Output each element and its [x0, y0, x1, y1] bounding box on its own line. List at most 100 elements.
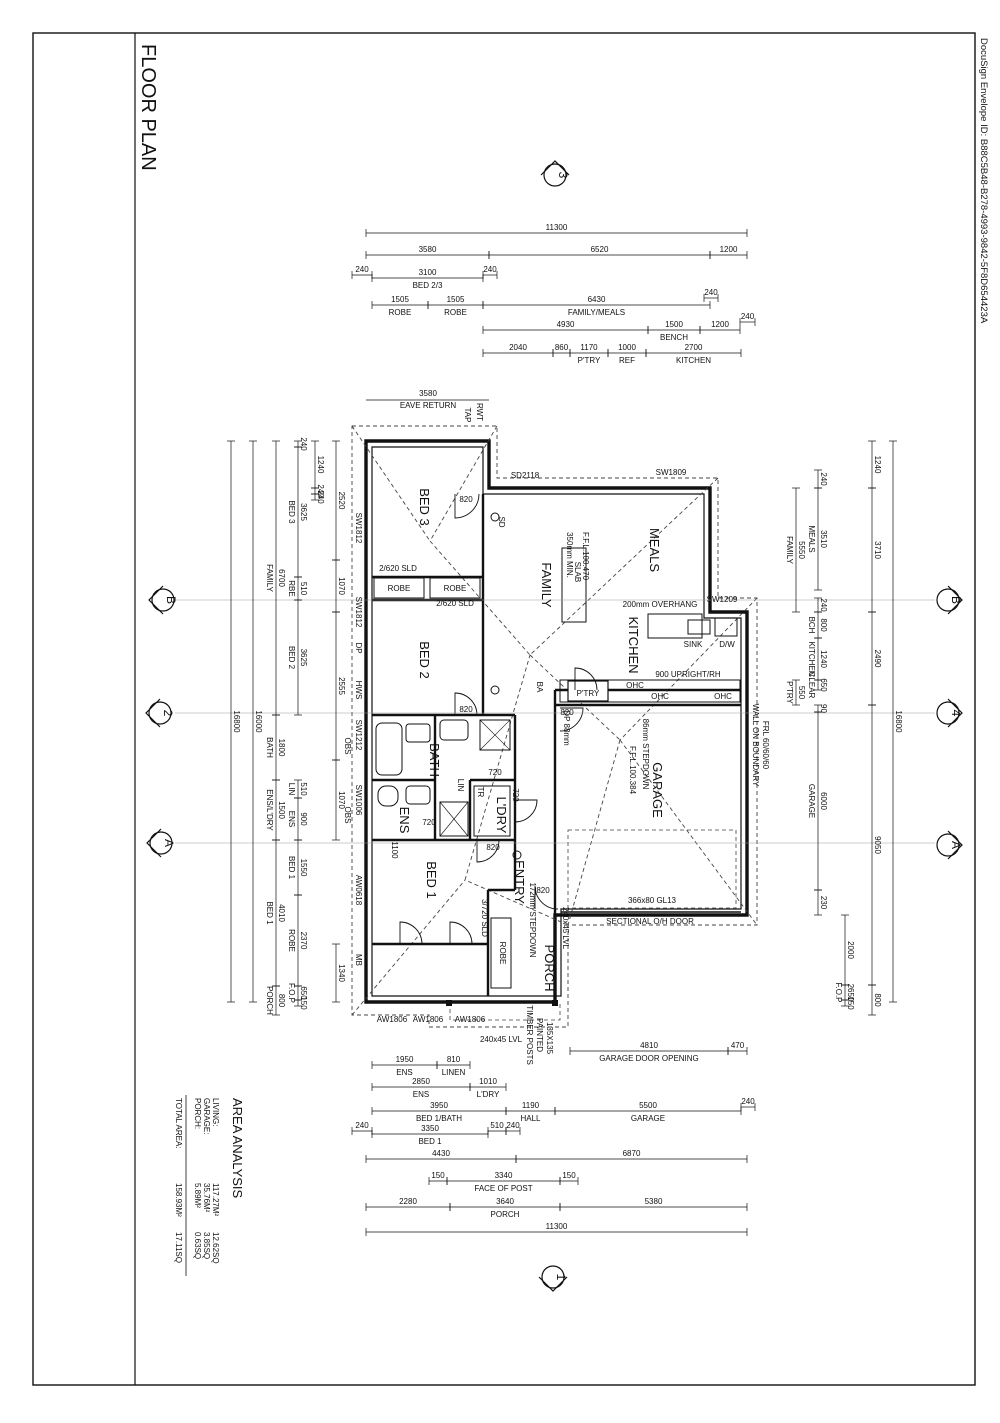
smoke-detector-2 [490, 685, 500, 695]
dim-right-label-11: KITCHEN [807, 641, 816, 676]
dim-bot-value-4: 2850 [412, 1077, 430, 1086]
slab-note-box [561, 547, 587, 623]
note-sld-2: 2/620 SLD [436, 599, 474, 608]
dim-left-label-13: BED 1 [287, 856, 296, 880]
note-sw1809: SW1809 [656, 468, 687, 477]
note-aw1806-a: AW1806 [377, 1015, 408, 1024]
dim-left-label-15: F.O.P [287, 983, 296, 1003]
dim-bot-label-5: L'DRY [477, 1090, 500, 1099]
room-meals: MEALS [647, 528, 662, 572]
note-1100: 1100 [390, 841, 399, 859]
dim-right-value-12: 650 [819, 678, 828, 692]
note-aw1806-b: AW1806 [413, 1015, 444, 1024]
dim-bot-value-1: 810 [447, 1055, 461, 1064]
dim-left-value-13: 1550 [299, 859, 308, 877]
dim-left-value-6: 800 [277, 994, 286, 1008]
dim-top-value-6: 240 [483, 265, 497, 274]
dim-left-value-9: 510 [299, 582, 308, 596]
dim-bot-value-5: 1010 [479, 1077, 497, 1086]
dim-left-value-14: 2370 [299, 932, 308, 950]
dim-left-value-0: 16800 [232, 710, 241, 733]
dim-top-value-12: 1500 [665, 320, 683, 329]
area-row-2-m2: 5.89M² [193, 1183, 202, 1208]
dim-bot-label-20: PORCH [491, 1210, 520, 1219]
garage-car-space [567, 829, 737, 909]
dim-left-label-4: ENS/L'DRY [265, 789, 274, 831]
dim-left-label-3: BATH [265, 737, 274, 758]
external-walls-inner [371, 446, 742, 997]
dim-left-value-20: 2520 [337, 492, 346, 510]
marker-right-4: 4 [949, 710, 963, 717]
dim-left-value-22: 2555 [337, 677, 346, 695]
dim-left-value-1: 16000 [254, 710, 263, 733]
marker-left-2: 2 [161, 710, 175, 717]
door-820-a: 820 [459, 495, 473, 504]
note-dp: DP [354, 642, 363, 653]
note-ba: BA [535, 682, 544, 693]
dim-left-label-6: PORCH [265, 986, 274, 1015]
dim-left-value-18: 240 [316, 484, 325, 498]
dim-top-value-10: 240 [704, 288, 718, 297]
note-ohc-3: OHC [626, 681, 644, 690]
smoke-detector-3 [512, 850, 522, 860]
dim-top-value-0: 11300 [546, 223, 568, 232]
label-robe-2: ROBE [444, 584, 467, 593]
note-dp88: DP 88mm [562, 710, 571, 746]
grid-marker-labels: 3 1 B 2 A B 4 A [161, 172, 963, 1281]
door-820-e: 820 [536, 886, 550, 895]
pantry-box [567, 680, 609, 702]
dim-left-label-10: BED 2 [287, 646, 296, 670]
dim-bot-label-7: HALL [520, 1114, 541, 1123]
note-sld-1: 2/620 SLD [379, 564, 417, 573]
room-bed2: BED 2 [417, 641, 432, 679]
sheet-title: FLOOR PLAN [137, 44, 159, 171]
area-row-1-sq: 3.85SQ [202, 1232, 211, 1259]
area-total-sq: 17.11SQ [174, 1232, 183, 1263]
porch-outline [449, 1002, 561, 1021]
note-sd2118: SD2118 [511, 471, 540, 480]
label-ptry: P'TRY [577, 689, 600, 698]
area-row-0-label: LIVING: [211, 1098, 220, 1126]
area-row-1-m2: 35.76M² [202, 1183, 211, 1213]
ens-shower [439, 801, 469, 837]
dimension-lines [227, 229, 897, 1236]
room-kitchen: KITCHEN [626, 616, 641, 673]
ens-shower-x2 [439, 801, 469, 837]
note-slab-3: F.F.L.100.470 [581, 532, 590, 581]
marker-left-b: B [164, 596, 178, 604]
note-aw1806-c: AW1806 [455, 1015, 486, 1024]
room-porch: PORCH [542, 945, 557, 992]
eave-lines [351, 425, 758, 1028]
dim-left-value-23: 1070 [337, 791, 346, 809]
dim-right-value-3: 2490 [873, 650, 882, 668]
area-analysis: AREA ANALYSIS LIVING: 117.27M² 12.62SQ G… [174, 1095, 245, 1276]
dim-right-label-13: P'TRY [785, 681, 794, 704]
dim-top-value-18: 1000 [618, 343, 636, 352]
dim-bot-label-6: BED 1/BATH [416, 1114, 462, 1123]
kitchen-bench [647, 613, 703, 639]
room-ens: ENS [397, 807, 412, 834]
dim-bot-label-2: GARAGE DOOR OPENING [599, 1054, 699, 1063]
dim-bot-value-11: 3350 [421, 1124, 439, 1133]
dim-bot-value-6: 3950 [430, 1101, 448, 1110]
dim-right-value-10: 800 [819, 618, 828, 632]
note-wall-boundary: WALL ON BOUNDARY [751, 704, 760, 787]
dim-left-value-5: 4010 [277, 904, 286, 922]
robe-bed2 [429, 577, 481, 599]
note-posts-3: TIMBER POSTS [525, 1005, 534, 1065]
dim-top-label-17: P'TRY [578, 356, 601, 365]
door-820-d: 820 [560, 708, 574, 717]
dim-bot-label-11: BED 1 [418, 1137, 442, 1146]
dim-bot-value-22: 11300 [546, 1222, 568, 1231]
dim-bot-value-9: 240 [741, 1097, 755, 1106]
note-sw1209: SW1209 [707, 595, 738, 604]
dim-top-value-1: 3580 [419, 245, 437, 254]
dim-left-label-12: ENS [287, 811, 296, 827]
door-720-b: 720 [422, 818, 436, 827]
dim-top-value-5: 3100 [419, 268, 437, 277]
dim-left-value-12: 900 [299, 812, 308, 826]
dim-top-value-14: 240 [741, 312, 755, 321]
dim-bot-value-7: 1190 [522, 1101, 540, 1110]
dim-top-label-19: KITCHEN [676, 356, 711, 365]
